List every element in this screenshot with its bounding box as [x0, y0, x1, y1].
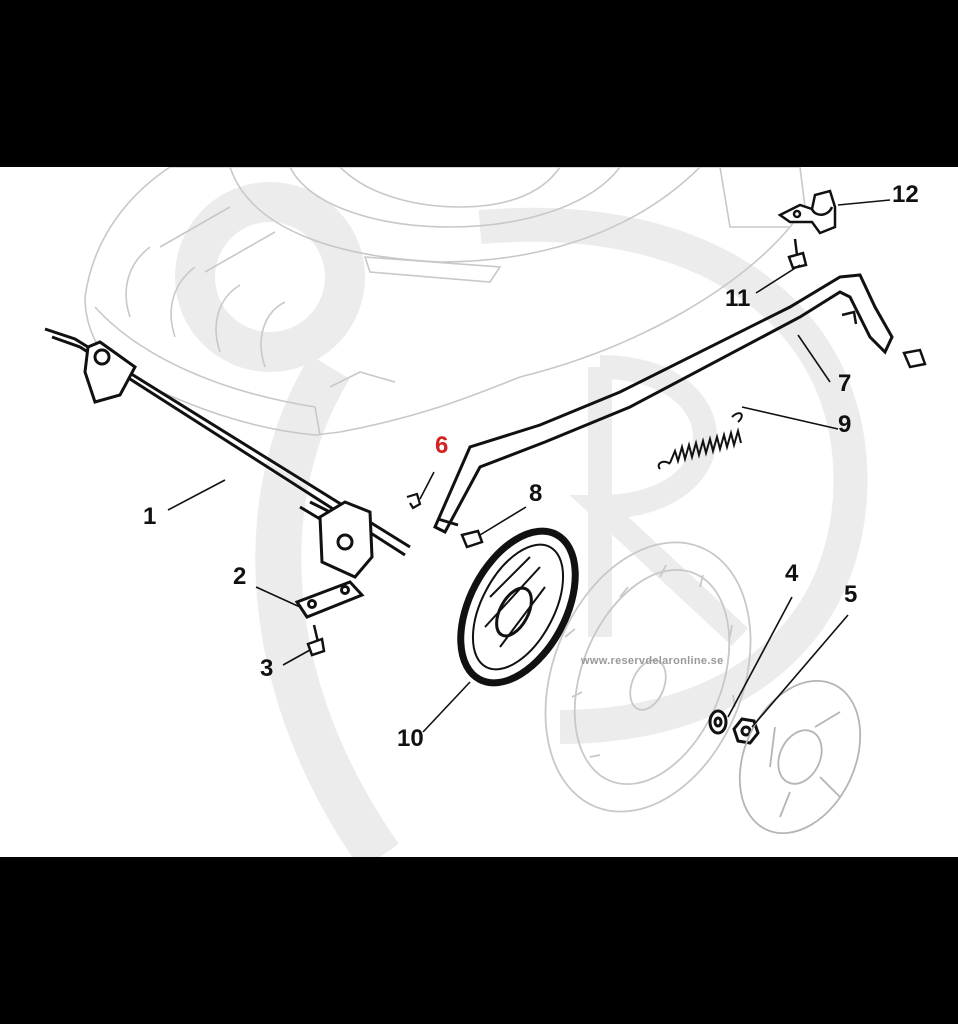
callout-11[interactable]: 11	[725, 285, 751, 312]
bracket-part-12	[777, 189, 837, 235]
leader-lines	[167, 199, 891, 733]
spacer-plate	[294, 580, 365, 619]
wheel	[544, 541, 752, 813]
watermark-url: www.reservdelaronline.se	[581, 655, 724, 667]
callout-4[interactable]: 4	[785, 560, 799, 587]
screw-part-11	[787, 238, 808, 270]
callout-7[interactable]: 7	[838, 370, 852, 397]
callout-3[interactable]: 3	[260, 655, 274, 682]
height-adjust-lever	[433, 273, 894, 534]
callout-5[interactable]: 5	[844, 581, 858, 608]
exploded-view-drawing	[44, 167, 927, 857]
parts-diagram: 1 2 3 4 5 6 7 8 9 10 11 12 www.reservdel…	[0, 167, 958, 857]
washer-part-4	[708, 709, 728, 735]
callout-1[interactable]: 1	[143, 503, 157, 530]
drive-gear-part-10	[457, 527, 579, 687]
callout-12[interactable]: 12	[892, 181, 919, 208]
pin-part-8	[460, 529, 484, 549]
clip-part-6	[406, 492, 422, 510]
hub-cover	[738, 679, 862, 835]
watermark-logo	[175, 182, 868, 857]
screw-part-3	[306, 624, 326, 657]
lever-end-pin	[841, 310, 927, 369]
callout-2[interactable]: 2	[233, 563, 247, 590]
callout-10[interactable]: 10	[397, 725, 424, 752]
tension-spring	[657, 412, 743, 470]
callout-9[interactable]: 9	[838, 411, 852, 438]
nut-part-5	[732, 717, 760, 745]
bottom-black-band	[0, 857, 958, 1024]
top-black-band	[0, 0, 958, 167]
callout-8[interactable]: 8	[529, 480, 543, 507]
callout-6[interactable]: 6	[435, 432, 449, 459]
front-axle-rod	[44, 327, 411, 579]
